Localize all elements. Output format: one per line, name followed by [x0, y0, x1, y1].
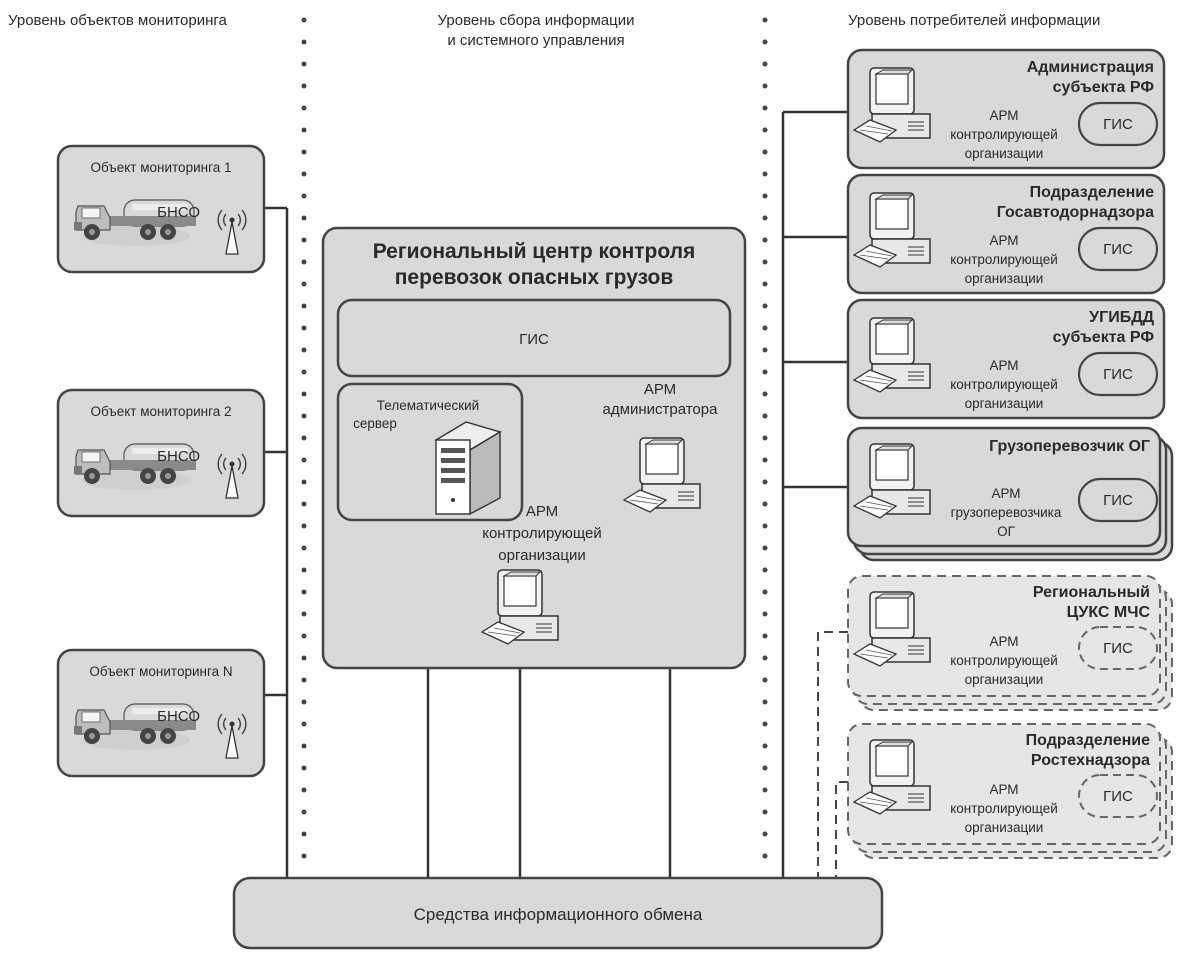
- consumer-1-gis: [1077, 101, 1159, 147]
- consumer-4-arm-line1: АРМ: [991, 486, 1020, 501]
- consumer-1-gis-label: ГИС: [1103, 116, 1133, 133]
- consumer-1-title-line2: субъекта РФ: [1053, 79, 1155, 96]
- consumer-3-title-line2: субъекта РФ: [1053, 329, 1155, 346]
- consumer-6-title-line2: Ростехнадзора: [1031, 752, 1150, 769]
- monitoring-object-1-title: Объект мониторинга 1: [91, 160, 232, 175]
- control-arm-label-line3: организации: [498, 547, 585, 564]
- consumer-5-arm-line1: АРМ: [989, 634, 1018, 649]
- monitoring-object-2: Объект мониторинга 2 БНСО: [56, 388, 266, 518]
- monitoring-object-1-device: БНСО: [157, 204, 200, 221]
- consumer-3-gis-label: ГИС: [1103, 366, 1133, 383]
- level-collection-label-line2: и системного управления: [447, 32, 624, 49]
- telematics-server-label-line1: Телематический: [377, 398, 479, 413]
- consumer-3-arm-line3: организации: [965, 396, 1044, 411]
- consumer-4-gis: [1077, 477, 1159, 523]
- consumer-ugibdd: УГИБДД субъекта РФ АРМ контролирующей ор…: [846, 298, 1166, 420]
- regional-center-title-line1: Региональный центр контроля: [373, 240, 696, 263]
- level-objects-label: Уровень объектов мониторинга: [8, 12, 228, 29]
- consumer-1-title-line1: Администрация: [1027, 59, 1154, 76]
- consumer-6-arm-line3: организации: [965, 820, 1044, 835]
- consumer-2-arm-line2: контролирующей: [950, 252, 1058, 267]
- consumer-5-gis: [1078, 626, 1158, 670]
- control-arm-label-line1: АРМ: [526, 503, 558, 520]
- center-gis-block: [336, 298, 732, 378]
- consumer-administration: Администрация субъекта РФ АРМ контролиру…: [846, 48, 1166, 170]
- consumer-4-arm-line3: ОГ: [997, 524, 1016, 539]
- monitoring-object-n-title: Объект мониторинга N: [89, 664, 232, 679]
- control-arm-label-line2: контролирующей: [482, 525, 602, 542]
- consumer-5-title-line2: ЦУКС МЧС: [1067, 604, 1151, 621]
- consumer-1-arm-line2: контролирующей: [950, 127, 1058, 142]
- consumer-3-title-line1: УГИБДД: [1089, 309, 1154, 326]
- information-exchange-label: Средства информационного обмена: [414, 905, 703, 924]
- admin-arm-label-line2: администратора: [603, 401, 719, 418]
- consumer-5-title-line1: Региональный: [1033, 584, 1150, 601]
- consumer-6-gis: [1078, 774, 1158, 818]
- regional-center-title-line2: перевозок опасных грузов: [395, 266, 674, 289]
- consumer-6-gis-label: ГИС: [1103, 788, 1133, 805]
- telematics-server-label-line2: сервер: [353, 416, 397, 431]
- consumer-1-arm-line3: организации: [965, 146, 1044, 161]
- consumer-rostekhnadzor: Подразделение Ростехнадзора АРМ контроли…: [847, 723, 1173, 859]
- consumer-4-arm-line2: грузоперевозчика: [951, 505, 1062, 520]
- monitoring-object-1: Объект мониторинга 1 БНСО: [56, 144, 266, 274]
- consumer-4-gis-label: ГИС: [1103, 492, 1133, 509]
- monitoring-object-2-device: БНСО: [157, 448, 200, 465]
- regional-center: Региональный центр контроля перевозок оп…: [321, 226, 747, 670]
- level-collection-label-line1: Уровень сбора информации: [438, 12, 635, 29]
- consumer-5-arm-line3: организации: [965, 672, 1044, 687]
- consumer-6-arm-line1: АРМ: [989, 782, 1018, 797]
- consumer-2-gis-label: ГИС: [1103, 241, 1133, 258]
- consumer-3-arm-line2: контролирующей: [950, 377, 1058, 392]
- monitoring-object-n: Объект мониторинга N БНСО: [56, 648, 266, 778]
- consumer-4-title-line1: Грузоперевозчик ОГ: [989, 438, 1150, 455]
- consumer-1-arm-line1: АРМ: [989, 108, 1018, 123]
- consumer-6-title-line1: Подразделение: [1026, 732, 1150, 749]
- level-consumers-label: Уровень потребителей информации: [848, 12, 1100, 29]
- consumer-3-gis: [1077, 351, 1159, 397]
- information-exchange-bus: Средства информационного обмена: [232, 876, 884, 950]
- consumer-5-arm-line2: контролирующей: [950, 653, 1058, 668]
- center-gis-label: ГИС: [519, 331, 549, 348]
- consumer-cargo-carrier: Грузоперевозчик ОГ АРМ грузоперевозчика …: [846, 426, 1174, 562]
- monitoring-object-n-device: БНСО: [157, 708, 200, 725]
- consumer-2-gis: [1077, 226, 1159, 272]
- consumer-5-gis-label: ГИС: [1103, 640, 1133, 657]
- consumer-2-arm-line3: организации: [965, 271, 1044, 286]
- server-icon: [434, 421, 502, 516]
- consumer-5-connector: [817, 631, 848, 878]
- consumer-6-connector: [835, 781, 848, 878]
- admin-arm-label-line1: АРМ: [644, 381, 676, 398]
- consumer-3-arm-line1: АРМ: [989, 358, 1018, 373]
- consumer-2-title-line2: Госавтодорнадзора: [997, 204, 1154, 221]
- consumer-tsuks-mchs: Региональный ЦУКС МЧС АРМ контролирующей…: [847, 575, 1173, 711]
- consumer-2-arm-line1: АРМ: [989, 233, 1018, 248]
- monitoring-object-2-title: Объект мониторинга 2: [91, 404, 232, 419]
- consumer-gosavtodornadzor: Подразделение Госавтодорнадзора АРМ конт…: [846, 173, 1166, 295]
- consumer-2-title-line1: Подразделение: [1030, 184, 1154, 201]
- consumer-6-arm-line2: контролирующей: [950, 801, 1058, 816]
